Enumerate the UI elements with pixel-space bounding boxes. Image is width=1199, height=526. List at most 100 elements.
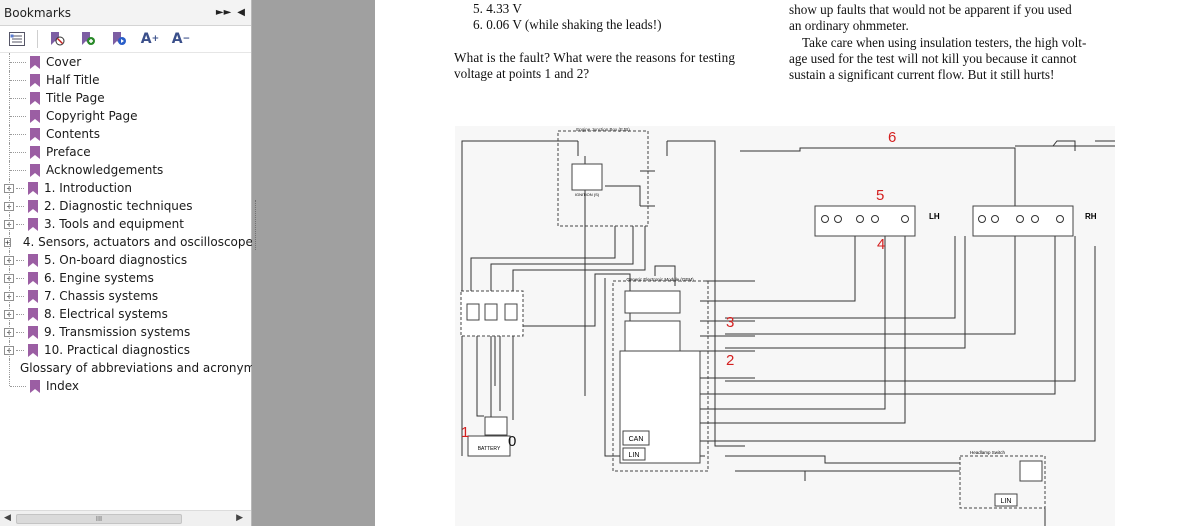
bookmark-item[interactable]: +1. Introduction — [0, 179, 251, 197]
wiring-schematic: Engine Junction Box (EJB) IGNITION (S) B… — [455, 126, 1115, 526]
lin-chip-switch — [994, 493, 1018, 507]
increase-font-button[interactable]: A+ — [139, 29, 161, 49]
lin-label-switch: LIN — [1001, 498, 1012, 505]
tree-connector — [9, 197, 10, 215]
body-line-3: Take care when using insulation testers,… — [802, 35, 1087, 50]
tree-connector — [9, 161, 10, 179]
scroll-left-icon[interactable]: ◀ — [4, 513, 11, 523]
bookmark-label: 6. Engine systems — [44, 271, 154, 285]
splitter-grip[interactable] — [255, 200, 257, 250]
bookmark-item[interactable]: Preface — [0, 143, 251, 161]
increase-font-label: A — [140, 31, 152, 47]
horizontal-scrollbar[interactable]: ◀ III ▶ — [0, 510, 251, 526]
bookmark-label: 5. On-board diagnostics — [44, 253, 188, 267]
bookmark-icon — [28, 181, 38, 195]
bookmark-item[interactable]: Half Title — [0, 71, 251, 89]
bookmark-label: Title Page — [46, 91, 105, 105]
tree-connector-stub — [16, 331, 24, 333]
bookmark-label: Index — [46, 379, 80, 393]
test-point-5: 5 — [876, 187, 884, 204]
expand-all-bookmarks-icon[interactable] — [6, 29, 28, 49]
bookmark-item[interactable]: +6. Engine systems — [0, 269, 251, 287]
tree-connector — [9, 251, 10, 269]
add-bookmark-icon[interactable] — [77, 29, 99, 49]
scroll-thumb[interactable]: III — [16, 514, 182, 524]
battery-label: BATTERY — [478, 446, 501, 452]
bookmark-item[interactable]: Glossary of abbreviations and acronym — [0, 359, 255, 377]
schematic-wires — [461, 140, 1115, 526]
bookmark-icon — [28, 199, 38, 213]
battery-box — [467, 435, 511, 457]
gem-controller — [619, 350, 701, 464]
expand-toggle-icon[interactable]: + — [4, 237, 11, 247]
tree-connector — [9, 89, 10, 107]
bookmark-item[interactable]: +7. Chassis systems — [0, 287, 251, 305]
panel-splitter[interactable] — [252, 0, 260, 526]
bookmark-label: 3. Tools and equipment — [44, 217, 184, 231]
body-line-5: sustain a significant current flow. But … — [789, 67, 1055, 82]
bookmark-icon — [28, 289, 38, 303]
bookmark-item[interactable]: +9. Transmission systems — [0, 323, 251, 341]
delete-bookmark-icon[interactable] — [46, 29, 68, 49]
ejb-label: Engine Junction Box (EJB) — [576, 127, 630, 132]
question-line-1: What is the fault? What were the reasons… — [454, 50, 736, 65]
bookmark-item[interactable]: Title Page — [0, 89, 251, 107]
tree-connector — [9, 359, 10, 377]
battery-sensor — [484, 416, 508, 436]
bookmark-icon — [30, 91, 40, 105]
bookmark-item[interactable]: Contents — [0, 125, 251, 143]
bookmark-icon — [30, 55, 40, 69]
bookmark-label: 10. Practical diagnostics — [44, 343, 190, 357]
bookmark-label: Acknowledgements — [46, 163, 164, 177]
bookmark-item[interactable]: +8. Electrical systems — [0, 305, 251, 323]
tree-connector-stub — [10, 151, 26, 153]
bookmark-item[interactable]: +5. On-board diagnostics — [0, 251, 251, 269]
gem-label: Generic Electronic Module (GEM) — [626, 277, 694, 282]
bookmark-item[interactable]: +2. Diagnostic techniques — [0, 197, 251, 215]
bookmark-label: 9. Transmission systems — [44, 325, 191, 339]
lin-chip-gem — [622, 447, 646, 461]
bookmark-item[interactable]: +3. Tools and equipment — [0, 215, 251, 233]
bookmark-icon — [30, 73, 40, 87]
bookmark-icon — [28, 343, 38, 357]
headlamp-switch-box — [959, 455, 1046, 509]
bookmark-properties-icon[interactable] — [108, 29, 130, 49]
relay-block — [460, 290, 524, 337]
test-point-4: 4 — [877, 236, 885, 253]
bookmark-item[interactable]: Index — [0, 377, 251, 395]
answer-line-5: 5. 4.33 V — [473, 1, 522, 16]
answer-line-6: 6. 0.06 V (while shaking the leads!) — [473, 17, 662, 32]
test-point-1: 1 — [461, 424, 469, 441]
tree-connector — [9, 323, 10, 341]
scroll-right-icon[interactable]: ▶ — [236, 513, 243, 523]
bookmark-item[interactable]: Acknowledgements — [0, 161, 251, 179]
tree-connector-stub — [16, 349, 24, 351]
bookmark-item[interactable]: +4. Sensors, actuators and oscilloscope — [0, 233, 253, 251]
tree-connector-stub — [16, 295, 24, 297]
decrease-font-button[interactable]: A− — [170, 29, 192, 49]
bookmark-item[interactable]: Cover — [0, 53, 251, 71]
bookmark-label: Half Title — [46, 73, 100, 87]
headlamp-switch-label: Headlamp Switch — [970, 450, 1006, 455]
bookmark-icon — [28, 325, 38, 339]
bookmark-item[interactable]: Copyright Page — [0, 107, 251, 125]
body-line-1: show up faults that would not be apparen… — [789, 2, 1072, 17]
increase-font-sup: + — [151, 34, 160, 44]
bookmark-label: Cover — [46, 55, 82, 69]
body-line-4: age used for the test will not kill you … — [789, 51, 1077, 66]
triangle-left-icon[interactable]: ◀ — [237, 7, 245, 18]
tree-connector-stub — [16, 277, 24, 279]
double-chevron-right-icon[interactable]: ►► — [215, 7, 232, 18]
lamp-bulbs — [821, 215, 1064, 223]
tree-connector — [9, 53, 10, 71]
tree-connector — [9, 107, 10, 125]
engine-junction-box — [557, 130, 649, 227]
relay-symbols — [466, 303, 518, 321]
bookmark-item[interactable]: +10. Practical diagnostics — [0, 341, 251, 359]
tree-connector — [9, 215, 10, 233]
tree-connector-stub — [10, 97, 26, 99]
tree-connector-stub — [16, 313, 24, 315]
tree-connector — [9, 179, 10, 197]
